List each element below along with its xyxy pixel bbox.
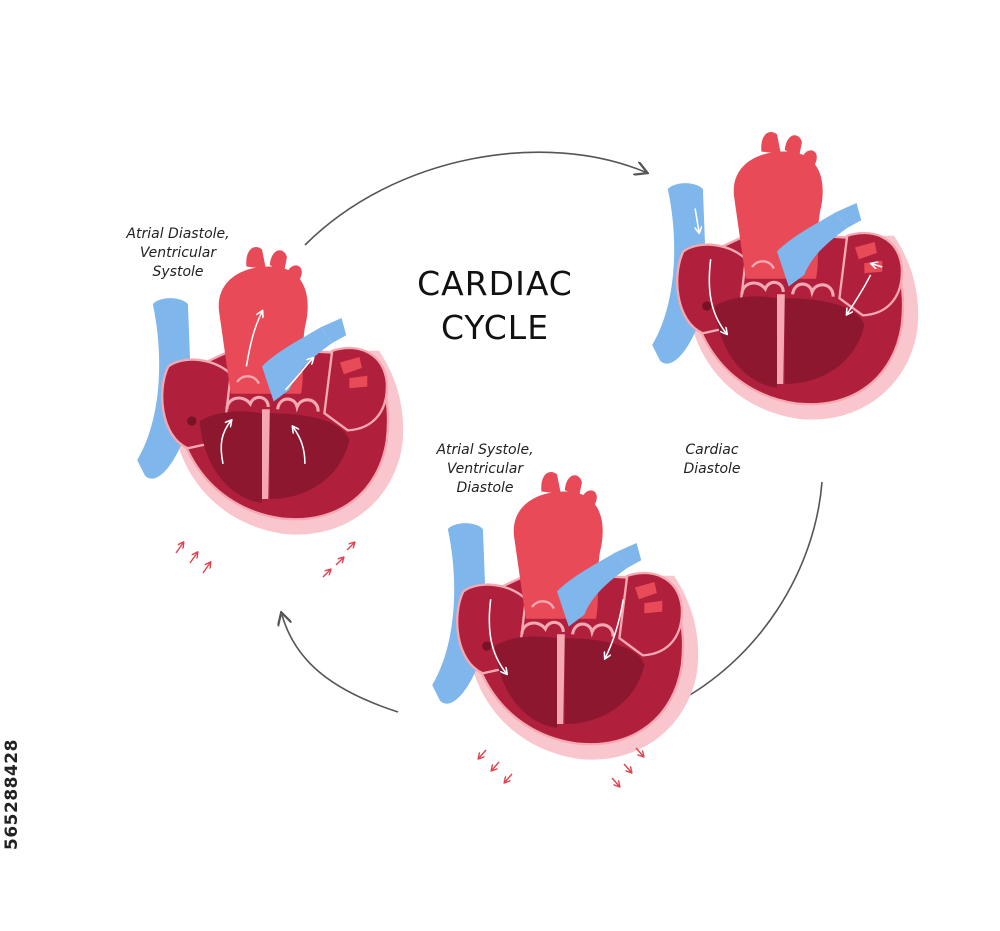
heart-illustration (135, 245, 405, 537)
stage-label-line: Ventricular (139, 245, 217, 261)
stage-label-atrial-diastole: Atrial Diastole, Ventricular Systole (118, 225, 238, 282)
cycle-arrow-right (672, 481, 823, 705)
stock-id: 565288428 (2, 739, 22, 851)
stage-label-cardiac-diastole: Cardiac Diastole (667, 441, 757, 479)
title-line-2: CYCLE (440, 308, 550, 347)
heart-illustration (650, 130, 920, 422)
contraction-arrows-bottom (479, 747, 643, 786)
stage-label-line: Systole (152, 264, 204, 280)
contraction-arrows-left (175, 543, 354, 578)
stage-label-line: Atrial Diastole, (126, 226, 230, 242)
stage-label-line: Diastole (683, 461, 741, 477)
title-line-1: CARDIAC (417, 264, 573, 303)
stage-label-line: Atrial Systole, (436, 442, 534, 458)
stage-label-atrial-systole: Atrial Systole, Ventricular Diastole (420, 441, 550, 498)
stage-label-line: Ventricular (446, 461, 524, 477)
heart-illustration (430, 470, 700, 762)
page-title: CARDIAC CYCLE (385, 262, 605, 350)
cycle-arrow-top (304, 151, 645, 246)
cycle-arrow-left (282, 615, 399, 713)
stage-label-line: Cardiac (685, 442, 739, 458)
stage-label-line: Diastole (456, 480, 514, 496)
